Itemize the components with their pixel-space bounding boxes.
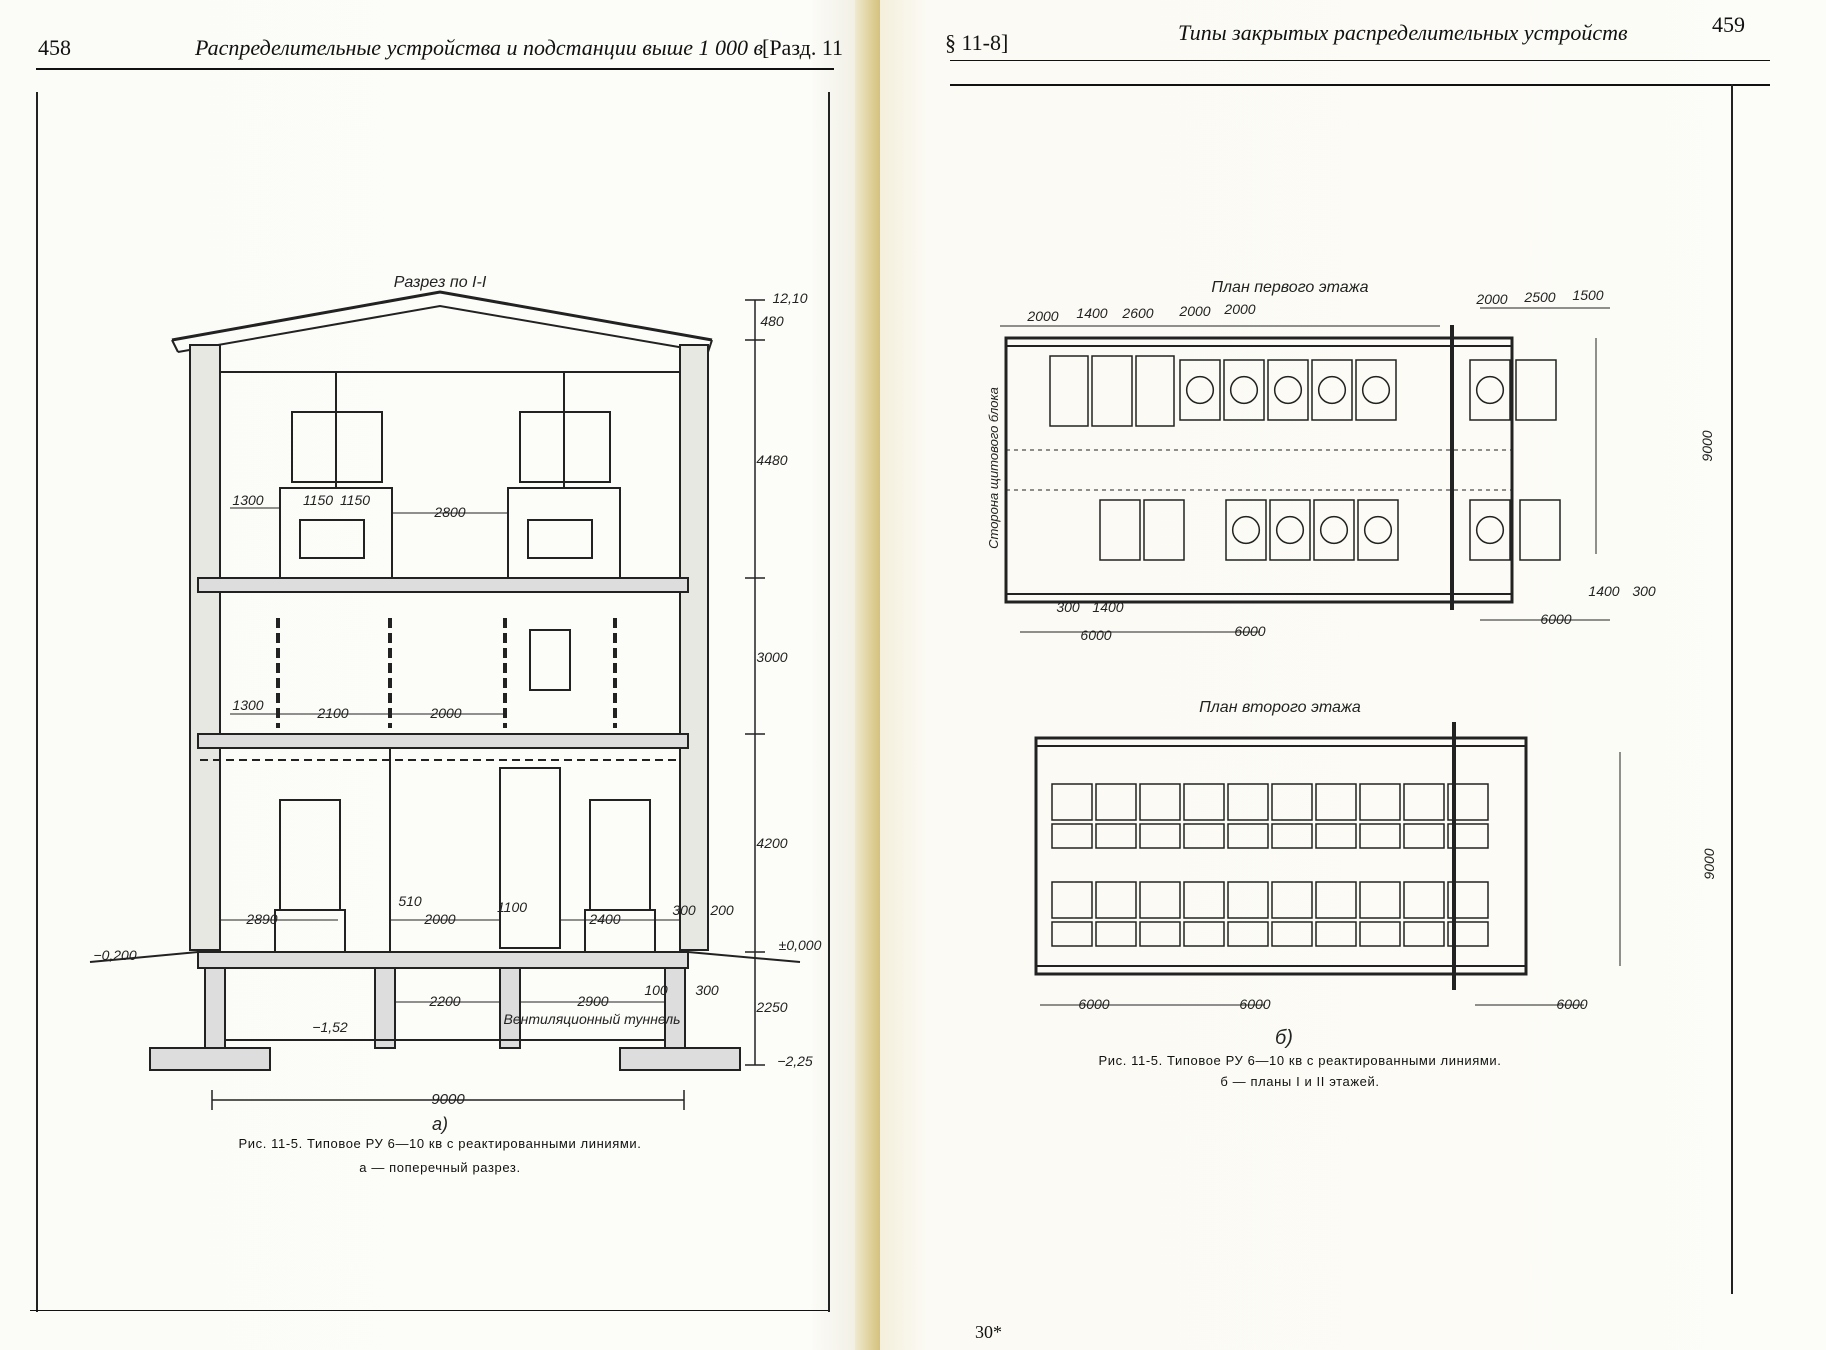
left-page: 458 Распределительные устройства и подст… [0,0,880,1350]
left-section-ref: [Разд. 11 [762,35,843,60]
cross-section-drawing: Разрез по I-I 12,10 ±0,000 −0,200 −1,52 … [89,274,822,1134]
p1-top-dim-6: 2000 [1475,291,1507,307]
left-caption-line2: а — поперечный разрез. [359,1160,521,1175]
p1-top-dim-2: 1400 [1076,305,1107,321]
plan1-title: План первого этажа [1211,279,1368,296]
p1-bot-dim-6: 1400 [1588,583,1619,599]
p2-bot-dim-2: 6000 [1239,996,1270,1012]
hdim-9000: 9000 [431,1091,465,1108]
hdim-2400: 2400 [588,911,620,927]
p2-bot-dim-1: 6000 [1078,996,1109,1012]
vdim-3000: 3000 [756,649,787,665]
right-caption-line2: б — планы I и II этажей. [1220,1074,1380,1089]
left-page-number: 458 [38,35,71,60]
hdim-510: 510 [398,893,422,909]
vdim-480: 480 [760,313,784,329]
signature-mark: 30* [975,1322,1002,1342]
hdim-100: 100 [644,982,668,998]
hdim-300-b: 300 [695,982,719,998]
hdim-1150-a: 1150 [303,492,333,508]
level-zero: ±0,000 [779,937,822,953]
left-figure-frame [36,92,830,1312]
vdim-2250: 2250 [755,999,787,1015]
tunnel-label: Вентиляционный туннель [504,1011,681,1027]
p1-height-dim: 9000 [1699,430,1715,461]
right-page: § 11-8] Типы закрытых распределительных … [880,0,1826,1350]
hdim-2000-low: 2000 [423,911,455,927]
right-running-title: Типы закрытых распределительных устройст… [1178,20,1628,45]
right-page-number: 459 [1712,12,1745,37]
hdim-1100: 1100 [497,899,527,915]
hdim-1150-b: 1150 [340,492,370,508]
hdim-2100: 2100 [316,705,348,721]
right-header-rule [950,60,1770,61]
p1-bot-dim-2: 1400 [1092,599,1123,615]
p1-top-dim-7: 2500 [1523,289,1555,305]
level-tunnel: −1,52 [312,1019,348,1035]
plan2-title: План второго этажа [1199,699,1361,716]
p1-top-dim-4: 2000 [1178,303,1210,319]
hdim-300-a: 300 [672,902,696,918]
level-bottom: −2,25 [777,1053,813,1069]
right-section-ref: § 11-8] [945,30,1009,55]
p1-bot-dim-7: 300 [1632,583,1656,599]
side-label: Сторона щитового блока [986,387,1001,549]
vdim-4200: 4200 [756,835,787,851]
hdim-2890: 2890 [245,911,277,927]
p1-top-dim-8: 1500 [1572,287,1603,303]
level-ground: −0,200 [93,947,136,963]
p1-top-dim-3: 2600 [1121,305,1153,321]
right-figure-frame [1730,84,1733,1294]
p1-bot-dim-5: 6000 [1540,611,1571,627]
hdim-2000-mid: 2000 [429,705,461,721]
p1-top-dim-1: 2000 [1026,308,1058,324]
right-caption-line1: Рис. 11-5. Типовое РУ 6—10 кв с реактиро… [1098,1053,1502,1068]
hdim-1300-top: 1300 [232,492,263,508]
p1-bot-dim-4: 6000 [1234,623,1265,639]
left-running-title: Распределительные устройства и подстанци… [195,35,764,60]
p2-height-dim: 9000 [1701,848,1717,879]
left-header-rule [36,68,834,70]
p2-bot-dim-3: 6000 [1556,996,1587,1012]
hdim-1300-mid: 1300 [232,697,263,713]
right-frame-top [950,84,1770,86]
figure-a-label: а) [432,1114,448,1134]
hdim-2900: 2900 [576,993,608,1009]
p1-bot-dim-3: 6000 [1080,627,1111,643]
figure-b-label: б) [1275,1027,1293,1049]
hdim-2800: 2800 [433,504,465,520]
p1-bot-dim-1: 300 [1056,599,1080,615]
hdim-2200: 2200 [428,993,460,1009]
level-top: 12,10 [772,290,807,306]
left-caption-line1: Рис. 11-5. Типовое РУ 6—10 кв с реактиро… [238,1136,642,1151]
left-bottom-rule [30,1310,828,1311]
floor-plans-drawing: План первого этажа План второго этажа Ст… [986,279,1717,1049]
p1-top-dim-5: 2000 [1223,301,1255,317]
section-title: Разрез по I-I [394,274,487,291]
vdim-4480: 4480 [756,452,787,468]
hdim-200: 200 [709,902,734,918]
